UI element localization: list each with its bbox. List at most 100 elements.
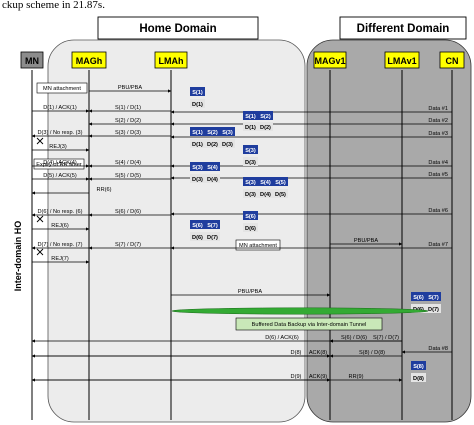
entity-label-magv1: MAGv1 bbox=[314, 56, 345, 66]
home-domain-region bbox=[47, 39, 306, 423]
message-label-27: ACK(9) bbox=[309, 374, 327, 380]
buffer-tag-19-box bbox=[258, 177, 273, 186]
data-tag-25-box bbox=[243, 223, 258, 232]
entity-label-cn: CN bbox=[446, 56, 459, 66]
message-label-13: S(6) / D(6) bbox=[115, 209, 141, 215]
data-tag-13-box bbox=[243, 157, 258, 166]
message-label-0: PBU/PBA bbox=[118, 85, 143, 91]
data-tag-16-box bbox=[190, 174, 205, 183]
mn-attachment-2-note: MN attachment bbox=[239, 243, 277, 249]
buffer-tag-27: S(7) bbox=[207, 223, 218, 229]
data-tag-9-box bbox=[190, 139, 205, 148]
buffer-tag-26: S(6) bbox=[192, 223, 203, 229]
data-tag-11: D(3) bbox=[222, 142, 233, 148]
buffer-tag-34-box bbox=[411, 361, 426, 370]
message-label-18: PBU/PBA bbox=[238, 289, 263, 295]
data-tag-13: D(3) bbox=[245, 160, 256, 166]
buffer-tag-14-box bbox=[190, 162, 205, 171]
data-tag-1: D(1) bbox=[192, 102, 203, 108]
message-label-12: D(6) / No resp. (6) bbox=[37, 209, 82, 215]
home-domain-title: Home Domain bbox=[139, 23, 216, 35]
data-tag-9: D(1) bbox=[192, 142, 203, 148]
different-domain-region bbox=[306, 39, 472, 423]
entity-label-mn: MN bbox=[25, 56, 39, 66]
lost-message-mark-0 bbox=[36, 137, 44, 145]
data-tag-5: D(2) bbox=[260, 125, 271, 131]
buffer-tag-31: S(7) bbox=[428, 295, 439, 301]
home-domain-title-box bbox=[97, 16, 259, 40]
buffer-tag-18: S(3) bbox=[245, 180, 256, 186]
buffer-tag-12-box bbox=[243, 145, 258, 154]
entity-headers: MN MAGh LMAh MAGv1 LMAv1 CN bbox=[20, 51, 465, 69]
message-label-8: S(4) / D(4) bbox=[115, 160, 141, 166]
data-tag-28-box bbox=[190, 232, 205, 241]
buffer-tag-0-box bbox=[190, 87, 205, 96]
data-tag-33: D(7) bbox=[428, 307, 439, 313]
cn-data-label-7: Data #8 bbox=[428, 346, 448, 352]
message-label-2: S(1) / D(1) bbox=[115, 105, 141, 111]
entity-label-magh: MAGh bbox=[76, 56, 103, 66]
caption: ckup scheme in 21.87s. bbox=[2, 0, 105, 11]
entity-label-lmah: LMAh bbox=[159, 56, 184, 66]
buffer-tag-15: S(4) bbox=[207, 165, 218, 171]
message-label-24: ACK(8) bbox=[309, 350, 327, 356]
data-tag-4: D(1) bbox=[245, 125, 256, 131]
different-domain-title: Different Domain bbox=[357, 23, 450, 35]
buffer-tag-7: S(2) bbox=[207, 130, 218, 136]
data-tag-29: D(7) bbox=[207, 235, 218, 241]
expiry-rr-timer-note-box bbox=[33, 158, 85, 170]
lost-message-mark-2 bbox=[36, 248, 44, 256]
message-label-7: D(4) / ACK(4) bbox=[43, 160, 77, 166]
buffer-tag-15-box bbox=[205, 162, 220, 171]
buffer-tag-14: S(3) bbox=[192, 165, 203, 171]
lifelines bbox=[31, 70, 453, 420]
message-label-14: REJ(6) bbox=[51, 223, 69, 229]
buffer-tag-24-box bbox=[243, 211, 258, 220]
mn-attachment-2-note-box bbox=[235, 239, 281, 251]
message-label-1: D(1) / ACK(1) bbox=[43, 105, 77, 111]
message-label-28: RR(9) bbox=[349, 374, 364, 380]
data-tag-33-box bbox=[426, 304, 441, 313]
buffer-tag-27-box bbox=[205, 220, 220, 229]
message-label-19: PBU/PBA bbox=[354, 238, 379, 244]
message-label-20: D(6) / ACK(6) bbox=[265, 335, 299, 341]
message-label-23: D(8) bbox=[291, 350, 302, 356]
buffered-backup-note-box bbox=[235, 317, 383, 331]
inter-domain-ho-label: Inter-domain HO bbox=[13, 221, 23, 292]
message-label-5: S(3) / D(3) bbox=[115, 130, 141, 136]
data-tag-17-box bbox=[205, 174, 220, 183]
inter-domain-tunnel bbox=[171, 307, 429, 315]
buffer-tag-19: S(4) bbox=[260, 180, 271, 186]
data-tag-23: D(5) bbox=[275, 192, 286, 198]
expiry-rr-timer-note: Expiry of RR timer bbox=[36, 162, 82, 168]
buffer-tag-12: S(3) bbox=[245, 148, 256, 154]
buffered-backup-note: Buffered Data Backup via Inter-domain Tu… bbox=[252, 322, 367, 328]
data-tag-35-box bbox=[411, 373, 426, 382]
buffer-tag-3-box bbox=[258, 111, 273, 120]
buffer-tag-3: S(2) bbox=[260, 114, 271, 120]
cn-data-label-3: Data #4 bbox=[428, 160, 448, 166]
entity-box-magv1 bbox=[313, 51, 347, 69]
entity-box-lmah bbox=[154, 51, 188, 69]
data-tag-16: D(3) bbox=[192, 177, 203, 183]
data-tag-28: D(6) bbox=[192, 235, 203, 241]
data-tag-17: D(4) bbox=[207, 177, 218, 183]
buffer-tag-26-box bbox=[190, 220, 205, 229]
data-tag-35: D(8) bbox=[413, 376, 424, 382]
buffer-tag-24: S(6) bbox=[245, 214, 256, 220]
message-label-26: D(9) bbox=[291, 374, 302, 380]
buffer-tag-20-box bbox=[273, 177, 288, 186]
data-tag-32-box bbox=[411, 304, 426, 313]
buffer-tag-31-box bbox=[426, 292, 441, 301]
buffer-tag-6-box bbox=[190, 127, 205, 136]
data-tag-22: D(4) bbox=[260, 192, 271, 198]
buffer-tag-8-box bbox=[220, 127, 235, 136]
data-tag-21: D(3) bbox=[245, 192, 256, 198]
message-label-21: S(6) / D(6) bbox=[341, 335, 367, 341]
buffer-tag-30-box bbox=[411, 292, 426, 301]
data-tag-5-box bbox=[258, 122, 273, 131]
entity-label-lmav1: LMAv1 bbox=[387, 56, 416, 66]
mn-attachment-note: MN attachment bbox=[43, 86, 81, 92]
